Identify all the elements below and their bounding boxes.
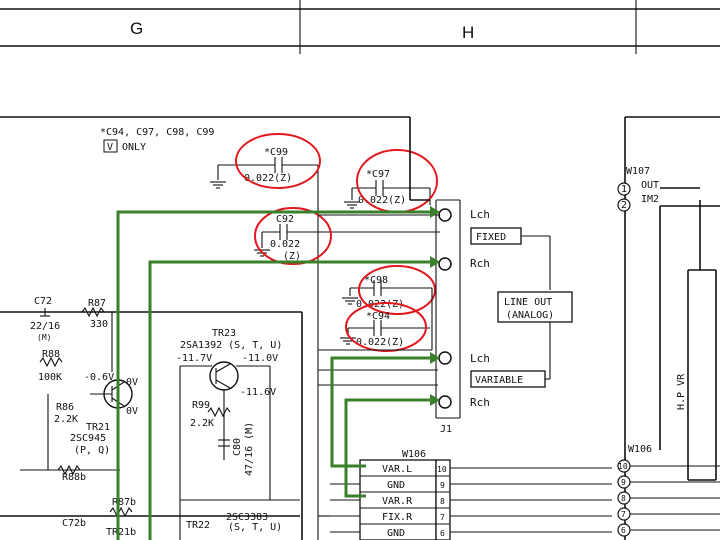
green-annotations <box>116 206 440 540</box>
column-label-g: G <box>130 19 143 38</box>
analog-label: (ANALOG) <box>506 310 554 321</box>
r86-value: 2.2K <box>54 414 78 425</box>
w106-row-3-label: VAR.R <box>382 496 413 507</box>
jack-rch-top: Rch <box>470 257 490 270</box>
c99-value: 0.022(Z) <box>244 173 292 184</box>
r87-label: R87 <box>88 298 106 309</box>
w106-right-pin-8: 8 <box>621 494 626 503</box>
capacitor-c94: *C94 0.022(Z) <box>340 302 430 352</box>
tr22-label: TR22 <box>186 520 210 531</box>
note-only: ONLY <box>122 142 146 153</box>
connector-w106: W106 VAR.L GND VAR.R FIX.R GND 10 9 8 7 … <box>318 449 612 540</box>
tr21-type: 2SC945 <box>70 433 106 444</box>
connector-w106-right: W106 10 9 8 7 6 <box>617 444 720 537</box>
r99-value: 2.2K <box>190 418 214 429</box>
v-neg-06: -0.6V <box>84 372 114 383</box>
w107-name: W107 <box>626 166 650 177</box>
c97-name: *C97 <box>366 169 390 180</box>
c94-name: *C94 <box>366 311 390 322</box>
tr23-v-117: -11.7V <box>176 353 212 364</box>
c72b-label: C72b <box>62 518 86 529</box>
note-caps-list: *C94, C97, C98, C99 <box>100 127 214 138</box>
w106-row-2-pin: 9 <box>440 481 445 490</box>
w106-row-3-pin: 8 <box>440 497 445 506</box>
w106-row-5-label: GND <box>387 528 405 539</box>
c72-sub: (M) <box>37 333 51 342</box>
r88-value: 100K <box>38 372 62 383</box>
capacitor-c99: *C99 0.022(Z) <box>210 133 321 540</box>
note-v-box: V <box>107 142 113 153</box>
w106-row-1-pin: 10 <box>437 465 447 474</box>
tr23-v-110: -11.0V <box>242 353 278 364</box>
r88-label: R88 <box>42 349 60 360</box>
c98-name: *C98 <box>364 275 388 286</box>
w106-name: W106 <box>402 449 426 460</box>
jack-name: J1 <box>440 424 452 435</box>
c72-label: C72 <box>34 296 52 307</box>
c99-name: *C99 <box>264 147 288 158</box>
hp-vr-label: H.P VR <box>676 373 687 410</box>
jack-lch-bottom: Lch <box>470 352 490 365</box>
tr22-type: 2SC3383 <box>226 512 268 523</box>
middle-circuit: TR23 2SA1392 (S, T, U) -11.7V -11.0V -11… <box>176 328 300 540</box>
w107-out: OUT <box>641 180 659 191</box>
capacitor-c97: *C97 0.022(Z) <box>344 149 438 213</box>
tr21-ov-2: 0V <box>126 406 138 417</box>
tr21-ov-1: 0V <box>126 377 138 388</box>
fixed-label: FIXED <box>476 232 506 243</box>
c92-value: 0.022 <box>270 239 300 250</box>
c92-name: C92 <box>276 214 294 225</box>
tr21-var: (P, Q) <box>74 445 110 456</box>
column-header: G H <box>0 0 720 54</box>
c94-value: 0.022(Z) <box>356 337 404 348</box>
tr21b-label: TR21b <box>106 527 136 538</box>
c80-label: C80 <box>232 438 243 456</box>
line-out-label: LINE OUT <box>504 297 552 308</box>
c80-value: 47/16 (M) <box>244 422 255 476</box>
w107-pin-1: 1 <box>621 184 627 195</box>
r87-value: 330 <box>90 319 108 330</box>
variable-label: VARIABLE <box>475 375 523 386</box>
w106-row-4-pin: 7 <box>440 513 445 522</box>
w106-right-pin-10: 10 <box>618 462 628 471</box>
c98-value: 0.022(Z) <box>356 299 404 310</box>
tr23-v-116: -11.6V <box>240 387 276 398</box>
capacitor-c98: *C98 0.022(Z) <box>342 265 436 315</box>
jack-j1: Lch Rch Lch Rch J1 FIXED VARIABLE LINE O… <box>318 120 573 435</box>
tr21-label: TR21 <box>86 422 110 433</box>
c92-suffix: (Z) <box>283 251 301 262</box>
connector-w107: W107 1 2 OUT IM2 <box>617 166 659 212</box>
capacitor-c92: C92 0.022 (Z) <box>254 207 440 265</box>
left-circuit: C72 22/16 (M) R87 330 R88 100K -0.6V 0V … <box>20 296 138 538</box>
w106-right-pin-9: 9 <box>621 478 626 487</box>
w106-row-1-label: VAR.L <box>382 464 412 475</box>
r99-label: R99 <box>192 400 210 411</box>
column-label-h: H <box>462 23 474 42</box>
jack-rch-bottom: Rch <box>470 396 490 409</box>
c72-value: 22/16 <box>30 321 60 332</box>
w107-im2: IM2 <box>641 194 659 205</box>
r87b-label: R87b <box>112 497 136 508</box>
w107-pin-2: 2 <box>621 200 627 211</box>
r88b-label: R88b <box>62 472 86 483</box>
w106-row-2-label: GND <box>387 480 405 491</box>
w106-right-pin-6: 6 <box>621 526 626 535</box>
w106-right-pin-7: 7 <box>621 510 626 519</box>
tr22-var: (S, T, U) <box>228 522 282 533</box>
c97-value: 0.022(Z) <box>358 195 406 206</box>
tr23-label: TR23 <box>212 328 236 339</box>
w106-right-name: W106 <box>628 444 652 455</box>
w106-row-4-label: FIX.R <box>382 512 413 523</box>
r86-label: R86 <box>56 402 74 413</box>
jack-lch-top: Lch <box>470 208 490 221</box>
tr23-type: 2SA1392 (S, T, U) <box>180 340 282 351</box>
w106-row-5-pin: 6 <box>440 529 445 538</box>
